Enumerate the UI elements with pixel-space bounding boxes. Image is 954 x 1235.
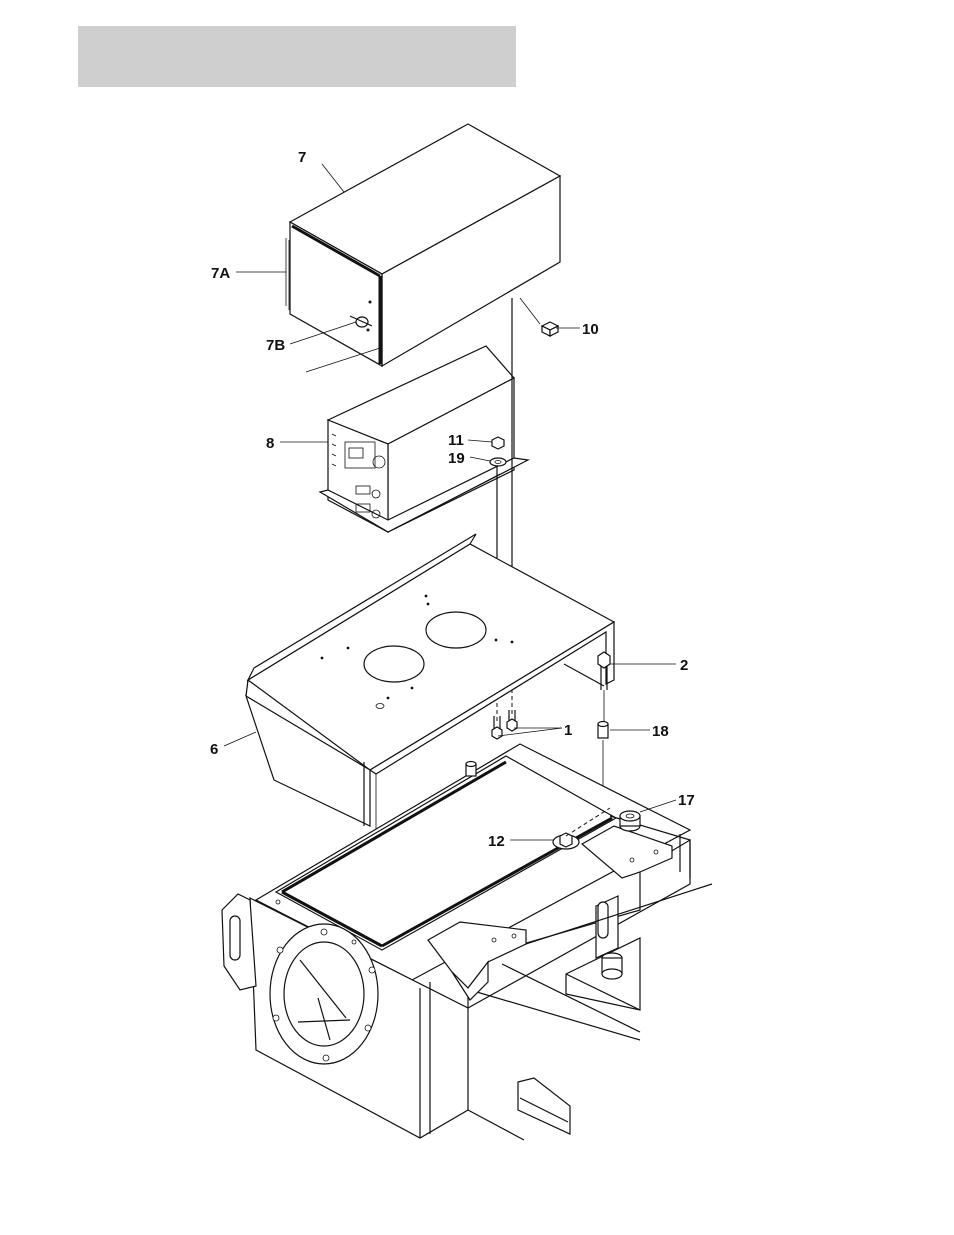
bolts-icon <box>492 710 517 739</box>
callout-19: 19 <box>448 450 465 467</box>
frame-base-icon <box>222 744 712 1140</box>
callout-7b: 7B <box>266 337 285 354</box>
callout-8: 8 <box>266 435 274 452</box>
nut-icon <box>492 437 504 449</box>
callout-2: 2 <box>680 657 688 674</box>
callout-7a: 7A <box>211 265 230 282</box>
callout-10: 10 <box>582 321 599 338</box>
callout-6: 6 <box>210 741 218 758</box>
callout-11: 11 <box>448 432 464 449</box>
spacer-icon <box>598 722 608 739</box>
cover-box-icon <box>286 124 560 366</box>
callout-12: 12 <box>488 833 505 850</box>
callout-1: 1 <box>564 722 572 739</box>
callout-7: 7 <box>298 149 306 166</box>
callout-17: 17 <box>678 792 695 809</box>
callout-18: 18 <box>652 723 669 740</box>
washer-icon <box>490 458 506 466</box>
clip-icon <box>542 322 558 336</box>
gland-icon <box>620 811 640 831</box>
